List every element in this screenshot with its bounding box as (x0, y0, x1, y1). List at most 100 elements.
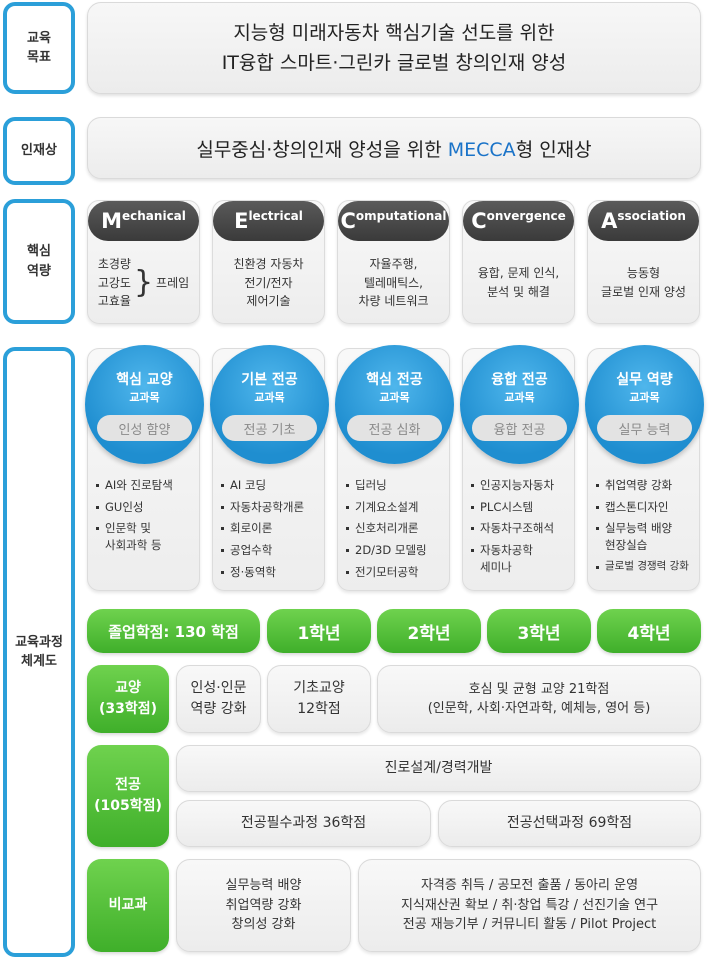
list-item: PLC시스템 (471, 499, 570, 516)
course-list: AI와 진로탐색 GU인성 인문학 및 사회과학 등 (96, 477, 195, 559)
competency-rest: ssociation (617, 209, 686, 223)
liberal-box-balanced: 호심 및 균형 교양 21학점 (인문학, 사회·자연과학, 예체능, 영어 등… (377, 665, 701, 733)
course-pill: 융합 전공 (472, 415, 567, 441)
list-item: 2D/3D 모델링 (346, 542, 445, 559)
list-item: 실무능력 배양 현장실습 (596, 520, 695, 553)
brace-icon: } (133, 265, 154, 300)
course-list: 인공지능자동차 PLC시스템 자동차구조해석 자동차공학 세미나 (471, 477, 570, 580)
year-1: 1학년 (267, 609, 371, 653)
year-2: 2학년 (377, 609, 481, 653)
course-card-basic-major: 기본 전공 교과목 전공 기초 AI 코딩 자동차공학개론 회로이론 공업수학 … (210, 345, 329, 591)
year-3: 3학년 (487, 609, 591, 653)
extracurricular-label: 비교과 (87, 859, 169, 952)
graduation-credits: 졸업학점: 130 학점 (87, 609, 260, 653)
course-pill: 전공 기초 (222, 415, 317, 441)
talent-prefix: 실무중심·창의인재 양성을 위한 (196, 138, 448, 161)
competency-rest: echanical (122, 209, 186, 223)
course-pill: 전공 심화 (347, 415, 442, 441)
course-subtitle: 교과목 (629, 391, 660, 404)
list-item: 자동차구조해석 (471, 520, 570, 537)
list-item: 자동차공학 세미나 (471, 542, 570, 575)
side-label-goal: 교육 목표 (3, 2, 75, 94)
liberal-box-basic: 기초교양 12학점 (267, 665, 371, 733)
course-list: 취업역량 강화 캡스톤디자인 실무능력 배양 현장실습 글로벌 경쟁력 강화 (596, 477, 695, 579)
list-item: 글로벌 경쟁력 강화 (596, 559, 695, 574)
list-item: 기계요소설계 (346, 499, 445, 516)
competency-rest: omputational (355, 209, 447, 223)
list-item: 딥러닝 (346, 477, 445, 494)
list-item: 회로이론 (221, 520, 320, 537)
year-4: 4학년 (597, 609, 701, 653)
side-label-competency: 핵심 역량 (3, 199, 75, 324)
list-item: 인문학 및 사회과학 등 (96, 520, 195, 553)
competency-body: 초경량 고강도 고효율 } 프레임 (88, 249, 199, 317)
goal-line-2: IT융합 스마트·그린카 글로벌 창의인재 양성 (221, 52, 567, 74)
course-card-practical: 실무 역량 교과목 실무 능력 취업역량 강화 캡스톤디자인 실무능력 배양 현… (585, 345, 704, 591)
list-item: 전기모터공학 (346, 564, 445, 581)
frame-label: 프레임 (156, 275, 190, 290)
course-circle: 기본 전공 교과목 전공 기초 (210, 345, 329, 464)
course-list: AI 코딩 자동차공학개론 회로이론 공업수학 정·동역학 (221, 477, 320, 585)
course-title: 기본 전공 (241, 372, 298, 388)
competency-body: 능동형 글로벌 인재 양성 (601, 266, 686, 299)
course-list: 딥러닝 기계요소설계 신호처리개론 2D/3D 모델링 전기모터공학 (346, 477, 445, 585)
education-goal-panel: 지능형 미래자동차 핵심기술 선도를 위한 IT융합 스마트·그린카 글로벌 창… (87, 2, 701, 94)
course-pill: 인성 함양 (97, 415, 192, 441)
competency-rest: onvergence (486, 209, 566, 223)
competency-initial: E (234, 209, 249, 233)
competency-body: 융합, 문제 인식, 분석 및 해결 (477, 266, 560, 299)
list-item: 신호처리개론 (346, 520, 445, 537)
course-card-core-major: 핵심 전공 교과목 전공 심화 딥러닝 기계요소설계 신호처리개론 2D/3D … (335, 345, 454, 591)
liberal-arts-label: 교양 (33학점) (87, 665, 169, 733)
course-circle: 핵심 교양 교과목 인성 함양 (85, 345, 204, 464)
course-title: 핵심 전공 (366, 372, 423, 388)
liberal-box-character: 인성·인문 역량 강화 (176, 665, 261, 733)
goal-line-1: 지능형 미래자동차 핵심기술 선도를 위한 (233, 21, 555, 44)
talent-statement: 실무중심·창의인재 양성을 위한 MECCA형 인재상 (196, 135, 591, 162)
course-title: 핵심 교양 (116, 372, 173, 388)
competency-body: 자율주행, 텔레매틱스, 차량 네트워크 (358, 257, 429, 309)
course-subtitle: 교과목 (254, 391, 285, 404)
side-label-curriculum: 교육과정 체계도 (3, 347, 75, 957)
competency-initial: A (601, 209, 618, 233)
course-card-core-liberal: 핵심 교양 교과목 인성 함양 AI와 진로탐색 GU인성 인문학 및 사회과학… (85, 345, 204, 591)
competency-initial: M (101, 209, 123, 233)
list-item: AI와 진로탐색 (96, 477, 195, 494)
course-circle: 실무 역량 교과목 실무 능력 (585, 345, 704, 464)
list-item: 취업역량 강화 (596, 477, 695, 494)
list-item: 공업수학 (221, 542, 320, 559)
course-subtitle: 교과목 (504, 391, 535, 404)
list-item: 정·동역학 (221, 564, 320, 581)
competency-body: 친환경 자동차 전기/전자 제어기술 (233, 257, 304, 309)
course-title: 융합 전공 (491, 372, 548, 388)
course-circle: 핵심 전공 교과목 전공 심화 (335, 345, 454, 464)
major-label: 전공 (105학점) (87, 745, 169, 847)
list-item: 인공지능자동차 (471, 477, 570, 494)
competency-initial: C (340, 209, 356, 233)
side-label-talent: 인재상 (3, 117, 75, 185)
major-elective-box: 전공선택과정 69학점 (438, 800, 701, 847)
competency-rest: lectrical (248, 209, 303, 223)
extracurricular-box-activities: 자격증 취득 / 공모전 출품 / 동아리 운영 지식재산권 확보 / 취·창업… (358, 859, 701, 952)
career-design-box: 진로설계/경력개발 (176, 745, 701, 792)
extracurricular-box-skills: 실무능력 배양 취업역량 강화 창의성 강화 (176, 859, 351, 952)
course-subtitle: 교과목 (379, 391, 410, 404)
talent-highlight: MECCA (447, 138, 516, 161)
list-item: GU인성 (96, 499, 195, 516)
talent-suffix: 형 인재상 (515, 138, 592, 161)
competency-lines: 초경량 고강도 고효율 (97, 257, 131, 309)
course-title: 실무 역량 (616, 372, 673, 388)
list-item: AI 코딩 (221, 477, 320, 494)
talent-panel: 실무중심·창의인재 양성을 위한 MECCA형 인재상 (87, 117, 701, 179)
course-pill: 실무 능력 (597, 415, 692, 441)
course-circle: 융합 전공 교과목 융합 전공 (460, 345, 579, 464)
